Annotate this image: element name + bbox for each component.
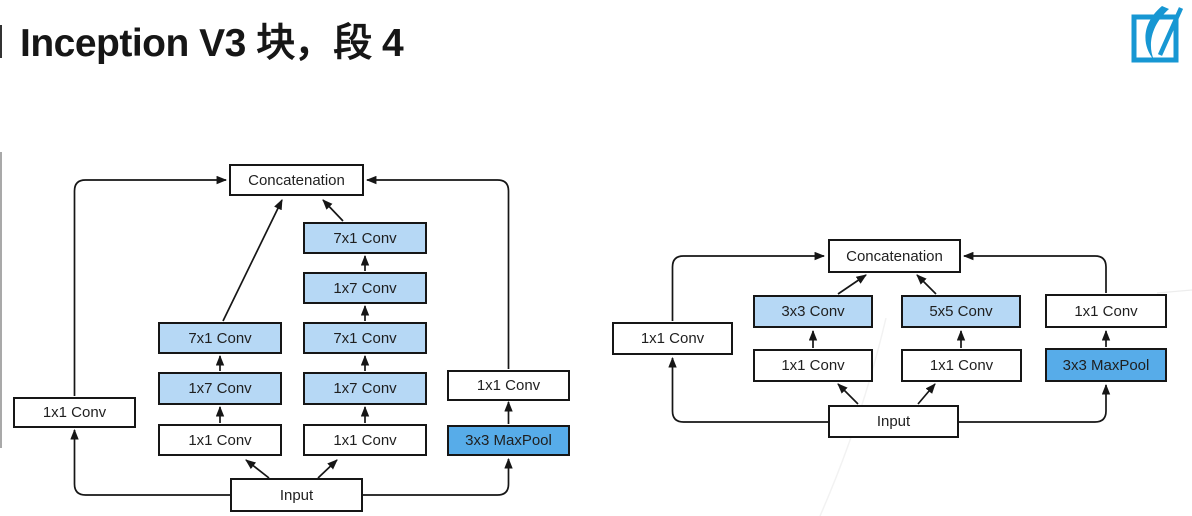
arrow-left-branchc-to-concat — [365, 175, 510, 369]
arrow-right-input-to-branchb — [917, 383, 936, 405]
node-3x3-maxpool: 3x3 MaxPool — [1045, 348, 1167, 382]
arrow-left-input-to-shortcut — [70, 428, 230, 496]
node-1x1-conv-shortcut: 1x1 Conv — [612, 322, 733, 355]
watermark-line — [1156, 289, 1192, 294]
node-1x1-conv: 1x1 Conv — [1045, 294, 1167, 328]
arrow-right-input-to-maxpool — [959, 383, 1111, 423]
arrow-left-input-to-branchb — [317, 459, 338, 479]
arrow-right-branchb-to-concat — [916, 274, 937, 295]
node-concatenation: Concatenation — [828, 239, 961, 273]
node-1x1-conv-shortcut: 1x1 Conv — [13, 397, 136, 428]
node-1x1-conv: 1x1 Conv — [158, 424, 282, 456]
arrow-right-input-to-brancha — [837, 383, 859, 405]
arrow-left-input-to-maxpool — [363, 457, 513, 496]
node-1x1-conv: 1x1 Conv — [447, 370, 570, 401]
arrow-right-branchc-to-concat — [962, 251, 1107, 293]
arrow-left-input-to-brancha — [245, 459, 270, 479]
arrow-right-input-to-shortcut — [668, 356, 828, 423]
node-1x7-conv: 1x7 Conv — [158, 372, 282, 405]
d2l-book-logo-icon — [1124, 4, 1188, 66]
node-input: Input — [230, 478, 363, 512]
node-concatenation: Concatenation — [229, 164, 364, 196]
d2l-logo-graphic — [1131, 6, 1184, 63]
node-3x3-maxpool: 3x3 MaxPool — [447, 425, 570, 456]
arrow-left-branchb-to-concat — [322, 199, 344, 222]
arrow-right-shortcut-to-concat — [671, 251, 826, 321]
arrow-left-shortcut-to-concat — [73, 175, 228, 396]
node-input: Input — [828, 405, 959, 438]
node-1x1-conv: 1x1 Conv — [753, 349, 873, 382]
arrow-right-brancha-to-concat — [837, 274, 867, 295]
node-1x7-conv: 1x7 Conv — [303, 272, 427, 304]
node-7x1-conv: 7x1 Conv — [303, 322, 427, 354]
arrow-left-brancha-to-concat — [222, 199, 283, 322]
node-1x1-conv: 1x1 Conv — [303, 424, 427, 456]
node-1x7-conv: 1x7 Conv — [303, 372, 427, 405]
page-title: Inception V3 块，段 4 — [20, 22, 404, 65]
node-5x5-conv: 5x5 Conv — [901, 295, 1021, 328]
node-7x1-conv: 7x1 Conv — [158, 322, 282, 354]
node-1x1-conv: 1x1 Conv — [901, 349, 1022, 382]
node-3x3-conv: 3x3 Conv — [753, 295, 873, 328]
node-7x1-conv: 7x1 Conv — [303, 222, 427, 254]
